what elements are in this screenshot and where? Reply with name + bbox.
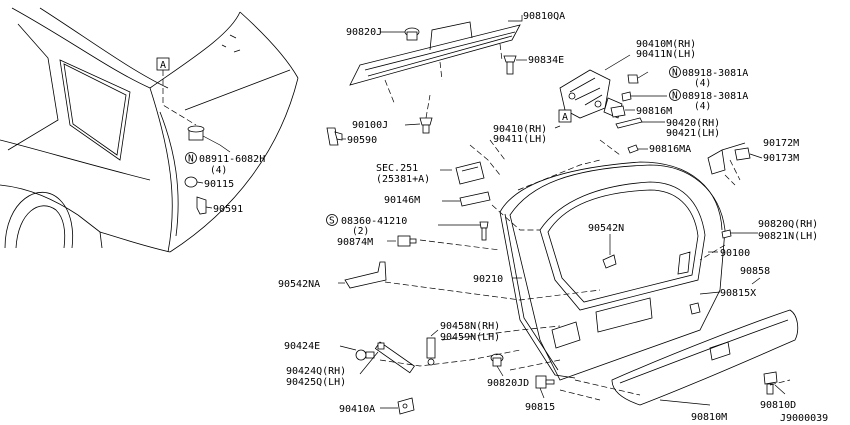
label-sec251-sub: (25381+A) [376,174,430,185]
part-90815-bumper [535,375,555,389]
label-90424q-rh: 90424Q(RH) [286,366,346,377]
part-90810qa-trim-panel [349,21,521,106]
label-90820jd: 90820JD [487,378,529,389]
label-90458n-rh: 90458N(RH) [440,321,500,332]
part-90410a-striker [397,397,415,415]
label-90815: 90815 [525,402,555,413]
nut-symbol-08911 [185,152,197,164]
part-90458n-bracket [426,337,436,366]
part-90590-bracket [326,127,343,146]
part-90420-weatherstrip [615,117,643,129]
part-90210-seal [499,161,723,231]
label-90100: 90100 [720,248,750,259]
label-90115: 90115 [204,179,234,190]
label-90411-lh: 90411(LH) [493,134,547,145]
nut-letter-08918-1: N [672,68,678,79]
label-08911-6082h: 08911-6082H [199,154,265,165]
label-90100j: 90100J [352,120,388,131]
part-90424e-ball-stud [355,349,375,361]
label-08918-1-qty: (4) [694,78,711,89]
label-90820j: 90820J [346,27,382,38]
screw-letter-08360: S [329,216,335,227]
label-90810d: 90810D [760,400,796,411]
part-90424q-gas-stay [374,341,415,374]
part-90834e-clip [503,55,517,75]
part-08911-clip [187,125,205,141]
part-08918-nut-2 [621,91,632,102]
part-90410m-hinge [559,69,623,119]
nut-symbol-08918-2 [669,89,681,101]
label-90420-rh: 90420(RH) [666,118,720,129]
label-90810m: 90810M [691,412,727,423]
part-90815x-bumper [689,302,701,315]
label-90424e: 90424E [284,341,320,352]
ref-box-a-hinge [558,109,572,123]
label-90591: 90591 [213,204,243,215]
label-90542na: 90542NA [278,279,320,290]
part-90810m-finisher [611,309,799,406]
part-90820jd-clip [490,353,504,367]
label-90410a: 90410A [339,404,375,415]
part-90820j-clip [404,27,420,41]
part-90874m-bumper [397,235,417,247]
part-90100j-clip [419,117,433,134]
label-90173m: 90173M [763,153,799,164]
label-90459n-lh: 90459N(LH) [440,332,500,343]
label-sec251: SEC.251 [376,163,418,174]
label-90820q-rh: 90820Q(RH) [758,219,818,230]
label-90815x: 90815X [720,288,756,299]
label-90421-lh: 90421(LH) [666,128,720,139]
label-90410m-rh: 90410M(RH) [636,39,696,50]
label-90172m: 90172M [763,138,799,149]
part-90542na-bracket [344,261,387,289]
label-08360-qty: (2) [352,226,369,237]
vehicle-body-illustration [0,7,299,253]
label-90834e: 90834E [528,55,564,66]
label-08360-41210: 08360-41210 [341,216,407,227]
part-90115-plug [184,176,198,188]
part-90816ma-pad [627,144,639,154]
label-90874m: 90874M [337,237,373,248]
label-90816m: 90816M [636,106,672,117]
part-sec251-lamp [455,161,485,185]
label-08918-1: 08918-3081A [682,68,748,79]
part-90816m-pad [610,105,626,118]
part-90591-bumper [196,196,207,215]
label-90411n-lh: 90411N(LH) [636,49,696,60]
label-90858: 90858 [740,266,770,277]
ref-label-a-hinge: A [562,112,568,123]
ref-label-a-car: A [160,60,166,71]
nut-letter-08918-2: N [672,91,678,102]
label-08918-2-qty: (4) [694,101,711,112]
part-08918-nut-1 [627,74,639,84]
label-90810qa: 90810QA [523,11,565,22]
label-90590: 90590 [347,135,377,146]
label-90542n: 90542N [588,223,624,234]
part-90172m-bracket [707,147,751,175]
screw-symbol-08360 [326,214,338,226]
label-90210: 90210 [473,274,503,285]
label-90425q-lh: 90425Q(LH) [286,377,346,388]
diagram-id: J9000039 [780,413,828,424]
part-90810d-clip [763,371,778,395]
part-90100-back-door [509,164,726,381]
label-08911-qty: (4) [210,165,227,176]
label-90410-rh: 90410(RH) [493,124,547,135]
assembly-guide-lines [379,139,791,401]
nut-symbol-08918-1 [669,66,681,78]
label-90816ma: 90816MA [649,144,691,155]
label-90821n-lh: 90821N(LH) [758,231,818,242]
label-08918-2: 08918-3081A [682,91,748,102]
label-90146m: 90146M [384,195,420,206]
part-90146m-bracket [459,191,491,207]
part-90820q-pad [721,229,732,239]
nut-letter-08911: N [188,154,194,165]
part-90542n-stop [602,254,617,269]
part-08360-screw [479,221,489,241]
